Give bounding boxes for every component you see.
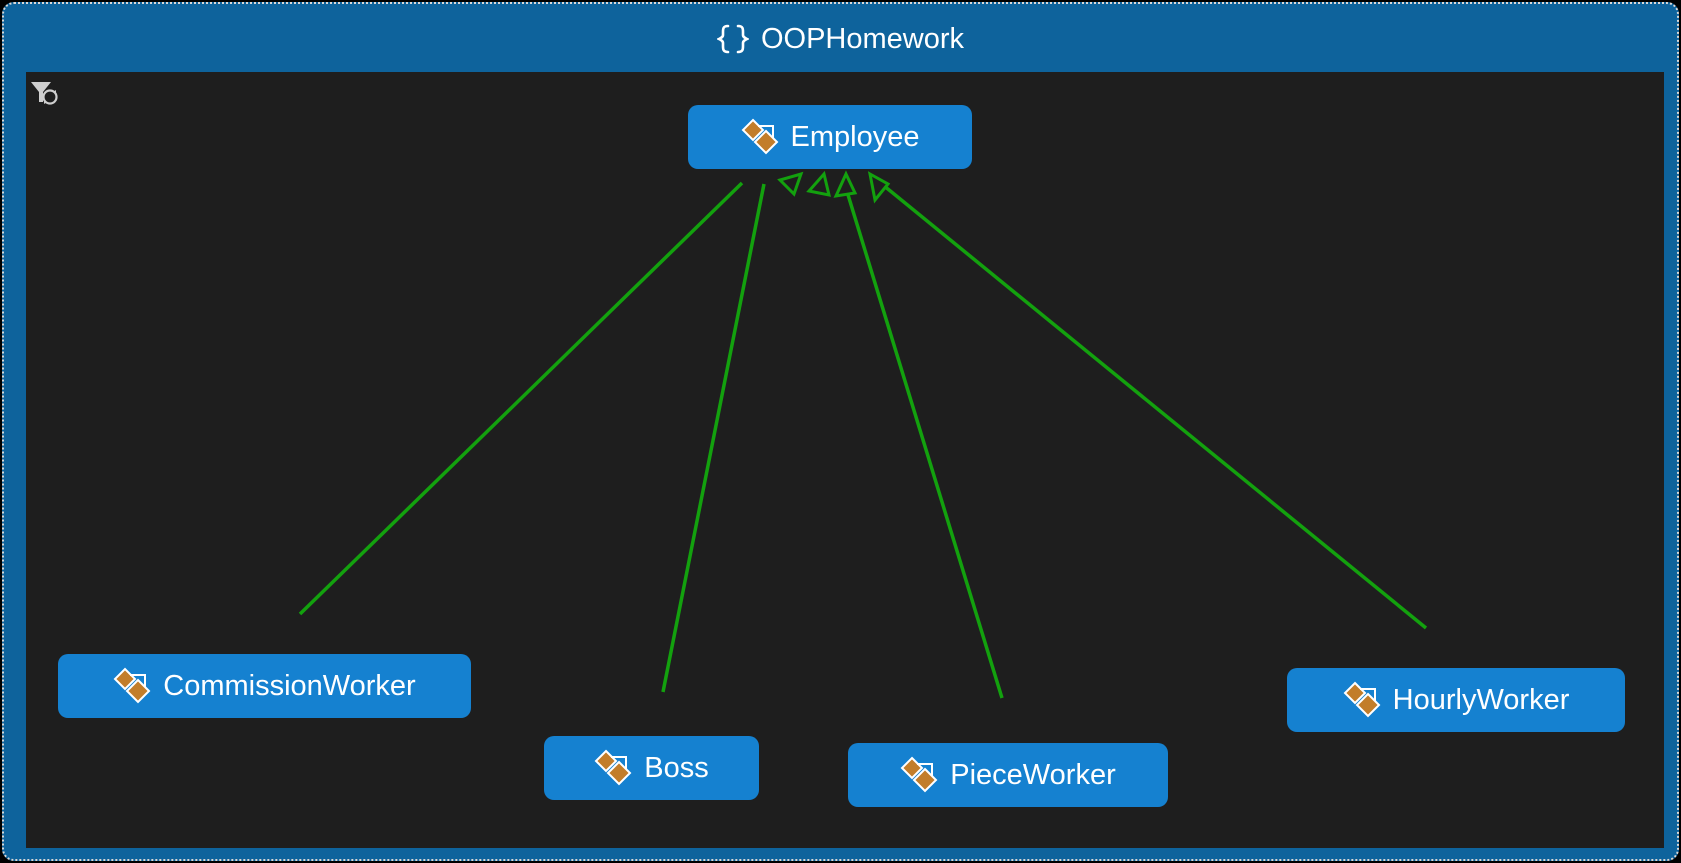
- class-icon: [1343, 681, 1383, 719]
- class-node-employee[interactable]: Employee: [688, 105, 972, 169]
- class-icon: [113, 667, 153, 705]
- arrowhead-hourlyworker: [867, 171, 891, 204]
- class-icon: [900, 756, 940, 794]
- braces-namespace-icon: [716, 24, 749, 54]
- arrowhead-pieceworker: [833, 170, 858, 198]
- class-name: PieceWorker: [950, 758, 1116, 791]
- class-node-commissionworker[interactable]: CommissionWorker: [58, 654, 471, 718]
- namespace-title: OOPHomework: [760, 22, 965, 55]
- namespace-header[interactable]: OOPHomework: [4, 4, 1677, 74]
- arrowhead-boss: [806, 170, 832, 197]
- class-icon: [741, 118, 781, 156]
- edge-commissionworker-to-employee[interactable]: [298, 181, 744, 616]
- class-name: Employee: [790, 120, 920, 153]
- class-name: Boss: [644, 751, 709, 784]
- inheritance-edges: [298, 170, 1428, 699]
- class-node-boss[interactable]: Boss: [544, 736, 759, 800]
- class-node-pieceworker[interactable]: PieceWorker: [848, 743, 1168, 807]
- edge-hourlyworker-to-employee[interactable]: [881, 183, 1428, 630]
- edge-pieceworker-to-employee[interactable]: [843, 184, 1004, 699]
- class-name: HourlyWorker: [1392, 683, 1570, 716]
- class-name: CommissionWorker: [163, 669, 416, 702]
- arrowhead-commissionworker: [777, 171, 804, 197]
- filter-refresh-icon[interactable]: [29, 80, 59, 111]
- class-icon: [594, 749, 634, 787]
- edge-boss-to-employee[interactable]: [661, 183, 766, 693]
- class-node-hourlyworker[interactable]: HourlyWorker: [1287, 668, 1625, 732]
